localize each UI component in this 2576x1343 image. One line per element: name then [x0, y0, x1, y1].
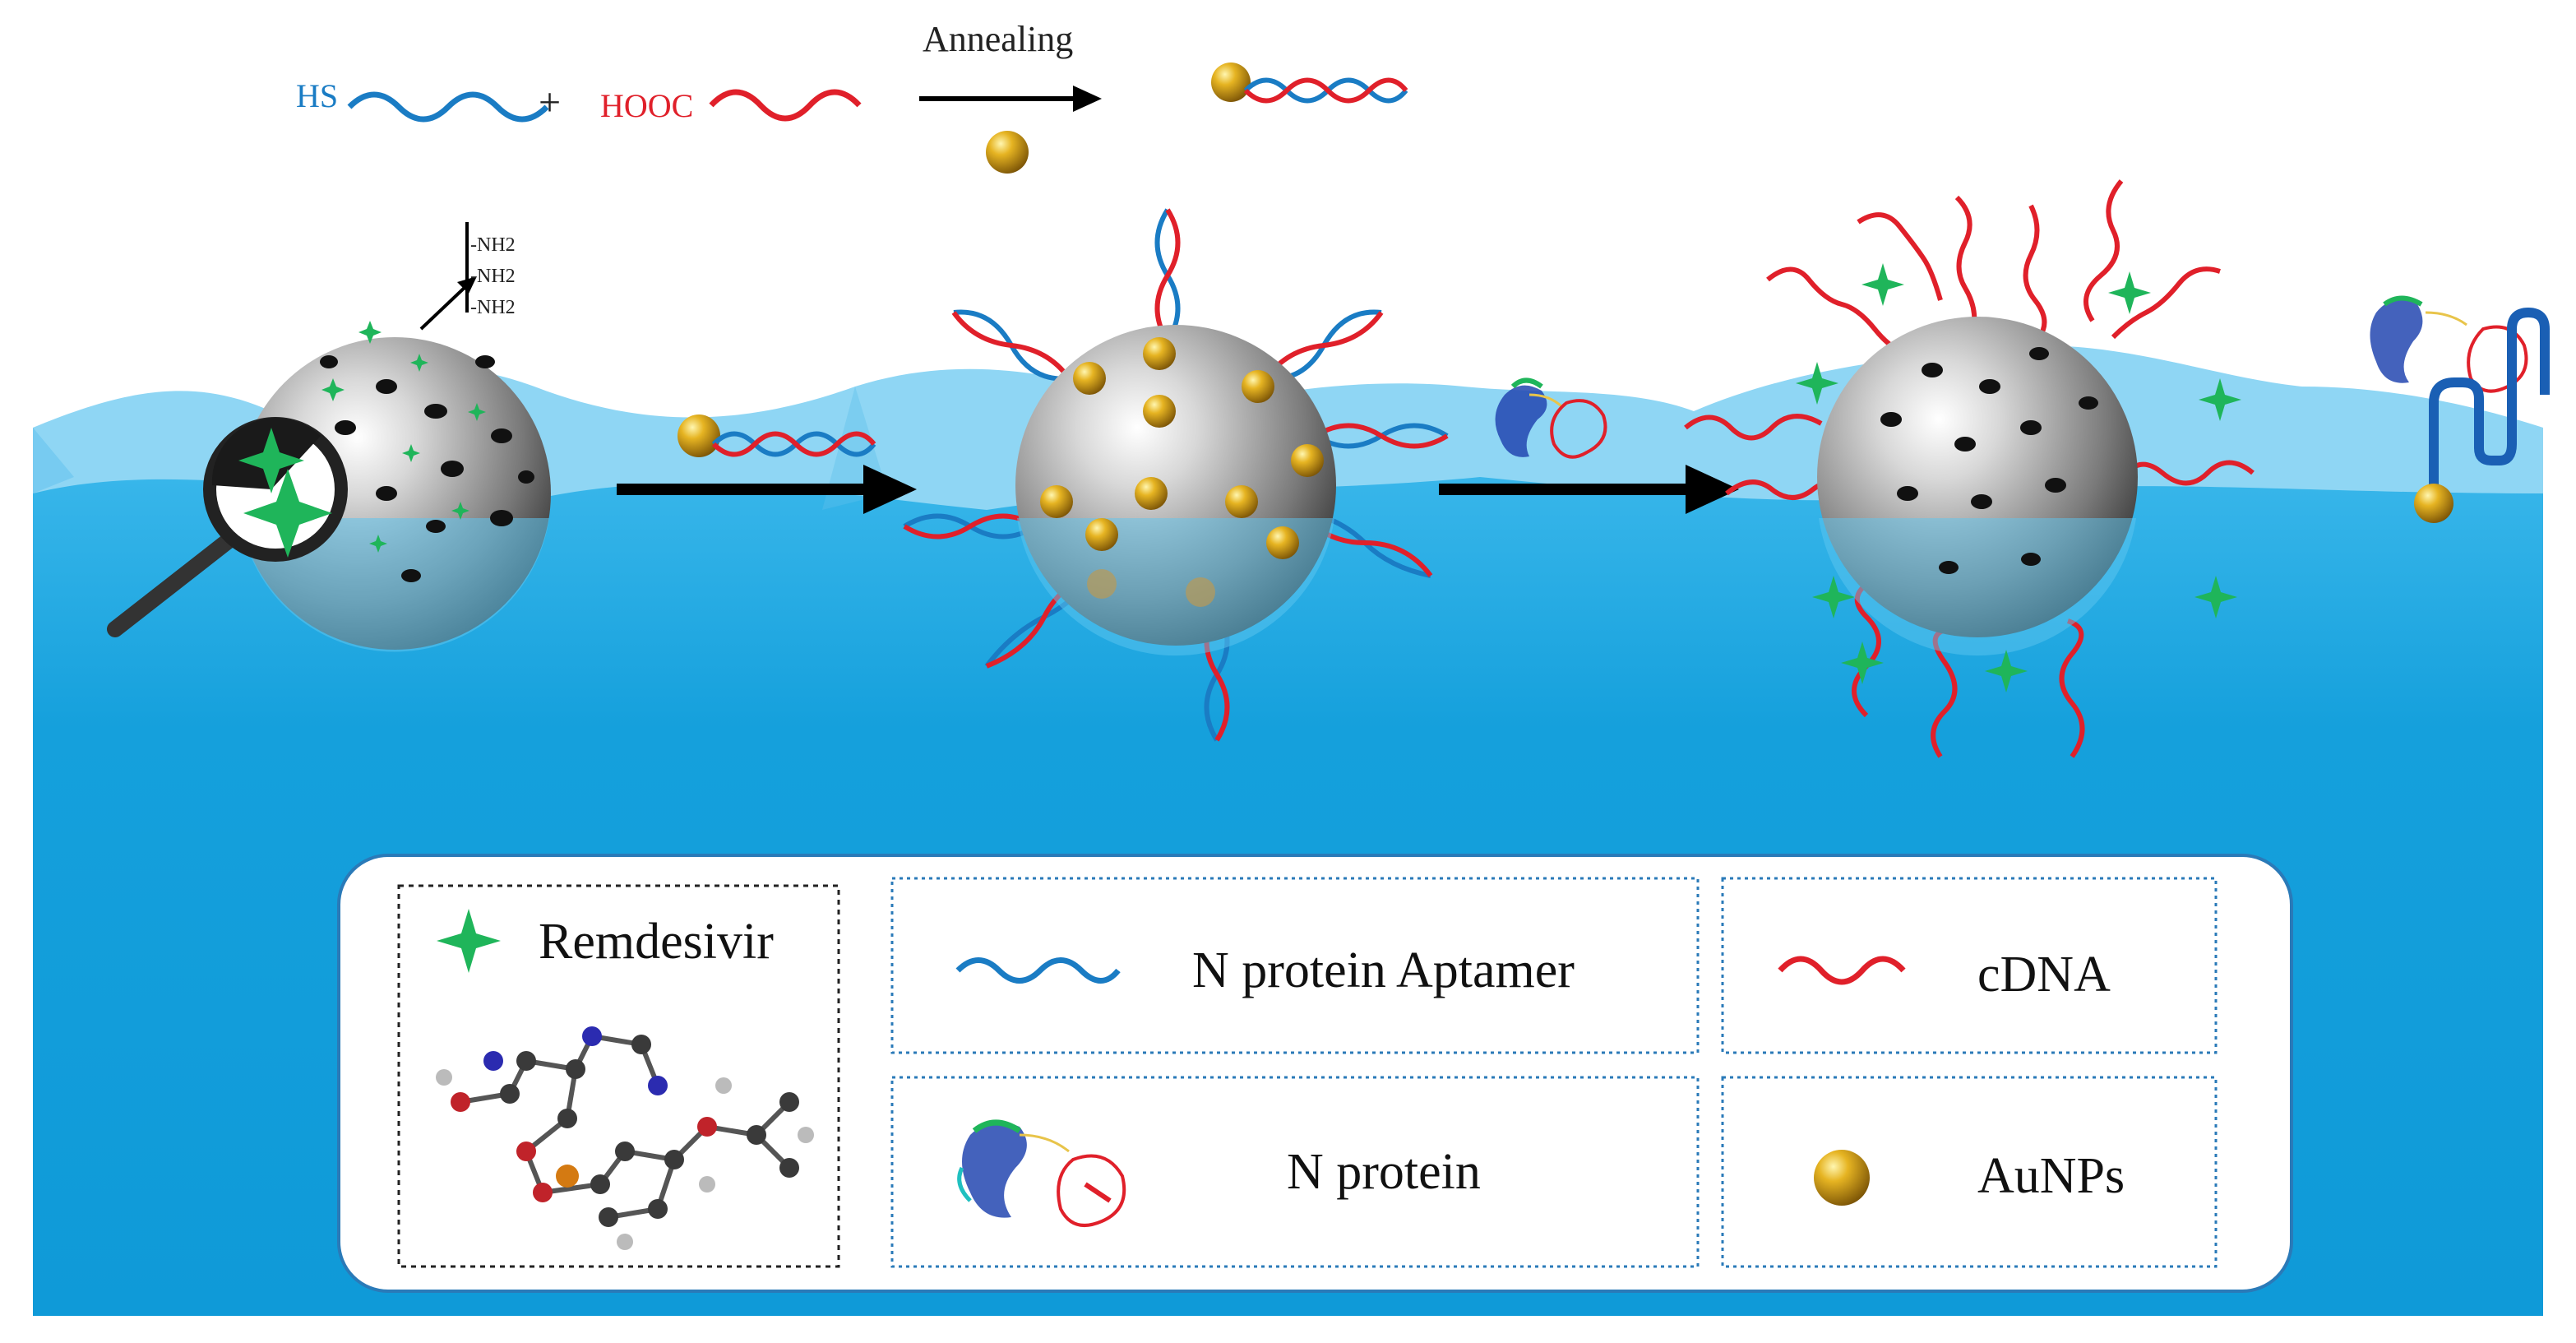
cdna-strand — [709, 89, 862, 122]
aptamer-strand-icon — [955, 957, 1121, 984]
legend-cdna-label: cDNA — [1977, 947, 2111, 1003]
annealing-arrow — [919, 86, 1102, 112]
cdna-strand-icon — [1778, 956, 1906, 985]
process-arrow-2 — [1439, 465, 1739, 514]
legend-aptamer-label: N protein Aptamer — [1192, 942, 1575, 998]
n-protein-icon-1 — [1495, 377, 1607, 459]
legend-aptamer-box — [890, 877, 1700, 1054]
porous-silica-sphere-released — [1684, 179, 2255, 758]
remdesivir-star-icon — [437, 909, 501, 973]
legend-aunps-label: AuNPs — [1977, 1148, 2125, 1204]
process-arrow-1 — [617, 465, 917, 514]
remdesivir-molecule-icon — [436, 1026, 814, 1250]
legend-remdesivir-label: Remdesivir — [539, 914, 774, 970]
legend-remdesivir-box — [397, 884, 840, 1268]
amine-label-1: -NH2 — [470, 234, 516, 256]
duplex-with-gold-2 — [678, 414, 876, 457]
functionalized-sphere — [903, 208, 1449, 742]
sphere-gold-particles — [1040, 337, 1324, 607]
aptamer-strand — [347, 91, 549, 123]
hs-label: HS — [296, 77, 338, 114]
gold-nanoparticle — [986, 131, 1029, 174]
amine-label-2: -NH2 — [470, 266, 516, 287]
legend-aunps-box — [1721, 1076, 2218, 1268]
plus-sign: + — [539, 81, 561, 124]
magnifier-icon — [107, 417, 348, 637]
legend-n-protein-label: N protein — [1287, 1144, 1481, 1200]
n-protein-icon — [957, 1119, 1126, 1227]
aptamer-protein-complex — [2370, 295, 2550, 523]
gold-nanoparticle-icon — [1814, 1150, 1870, 1206]
duplex-with-gold — [1211, 63, 1408, 104]
top-equation: HS + HOOC Annealing — [296, 19, 1408, 174]
hooc-label: HOOC — [600, 87, 693, 124]
amine-label-3: -NH2 — [470, 297, 516, 318]
released-drug-stars — [1796, 263, 2241, 692]
legend-cdna-box — [1721, 877, 2218, 1054]
legend-panel: Remdesivir — [337, 854, 2293, 1293]
porous-silica-sphere-1: -NH2 -NH2 -NH2 — [238, 222, 551, 652]
annealing-label: Annealing — [923, 19, 1073, 59]
legend-n-protein-box — [890, 1076, 1700, 1268]
